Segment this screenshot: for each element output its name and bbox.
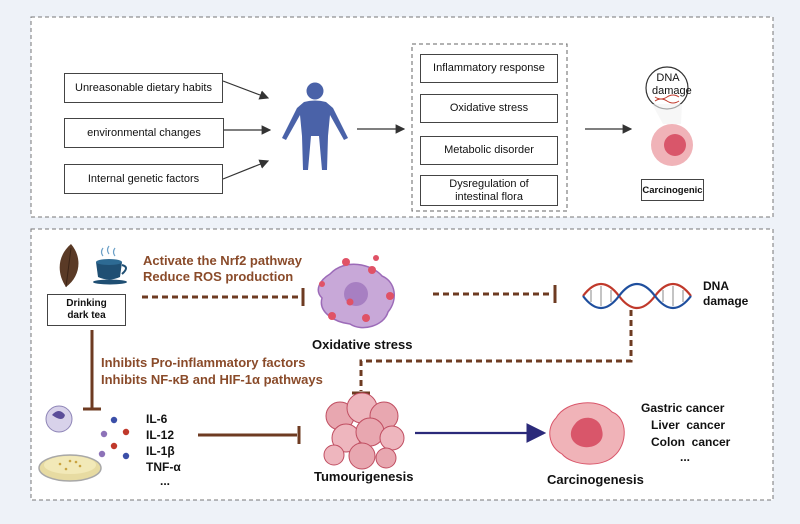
cancer-liver: Liver cancer [651, 418, 726, 432]
cause-environment-box: environmental changes [64, 118, 224, 148]
cancer-cell-icon [549, 402, 625, 465]
mini-dna-icon [654, 94, 680, 104]
cytokine-tnfa: TNF-α [146, 460, 181, 474]
tumourigenesis-label: Tumourigenesis [314, 469, 414, 484]
dna-helix-icon [582, 282, 692, 310]
dna-damage-label: DNA damage [703, 279, 749, 308]
inhibit-dna-tumour [359, 310, 633, 391]
oxidative-cell-icon [317, 255, 395, 329]
arrow-diet [222, 80, 270, 100]
bottom-panel [30, 228, 774, 501]
top-tumor-cell-icon [651, 124, 693, 166]
effects-group [411, 43, 568, 212]
effect-oxidative-box: Oxidative stress [420, 94, 558, 123]
cancer-colon: Colon cancer [651, 435, 731, 449]
arrow-genetic [222, 159, 270, 180]
petri-dish-icon [38, 454, 102, 482]
tumour-cluster-icon [323, 392, 405, 470]
effect-flora-box: Dysregulation of intestinal flora [420, 175, 558, 206]
tea-cup-icon [93, 245, 127, 285]
badge-pointer [652, 104, 682, 124]
cancer-gastric: Gastric cancer [641, 401, 725, 415]
effect-inflammatory-box: Inflammatory response [420, 54, 558, 83]
cytokine-il1b: IL-1β [146, 444, 175, 458]
inflam-action-line2: Inhibits NF-κB and HIF-1α pathways [101, 372, 323, 387]
effect-metabolic-box: Metabolic disorder [420, 136, 558, 165]
cytokine-dots-icon [98, 416, 130, 460]
dna-damage-badge-label: DNA damage [652, 72, 692, 97]
cause-genetic-box: Internal genetic factors [64, 164, 223, 194]
cause-diet-box: Unreasonable dietary habits [64, 73, 223, 103]
cytokine-more: ... [160, 474, 171, 488]
human-figure-icon [282, 82, 348, 170]
cancer-more: ... [680, 450, 691, 464]
nrf2-action-line2: Reduce ROS production [143, 269, 294, 284]
cytokine-il6: IL-6 [146, 412, 168, 426]
inflam-action-line1: Inhibits Pro-inflammatory factors [101, 355, 306, 370]
carcinogenesis-label: Carcinogenesis [547, 472, 644, 487]
immune-cell-icon [45, 405, 73, 433]
nrf2-action-line1: Activate the Nrf2 pathway [143, 253, 302, 268]
carcinogenic-label: Carcinogenic [641, 179, 704, 201]
drinking-dark-tea-label: Drinking dark tea [47, 294, 126, 326]
cytokine-il12: IL-12 [146, 428, 175, 442]
oxidative-stress-label: Oxidative stress [312, 337, 413, 352]
